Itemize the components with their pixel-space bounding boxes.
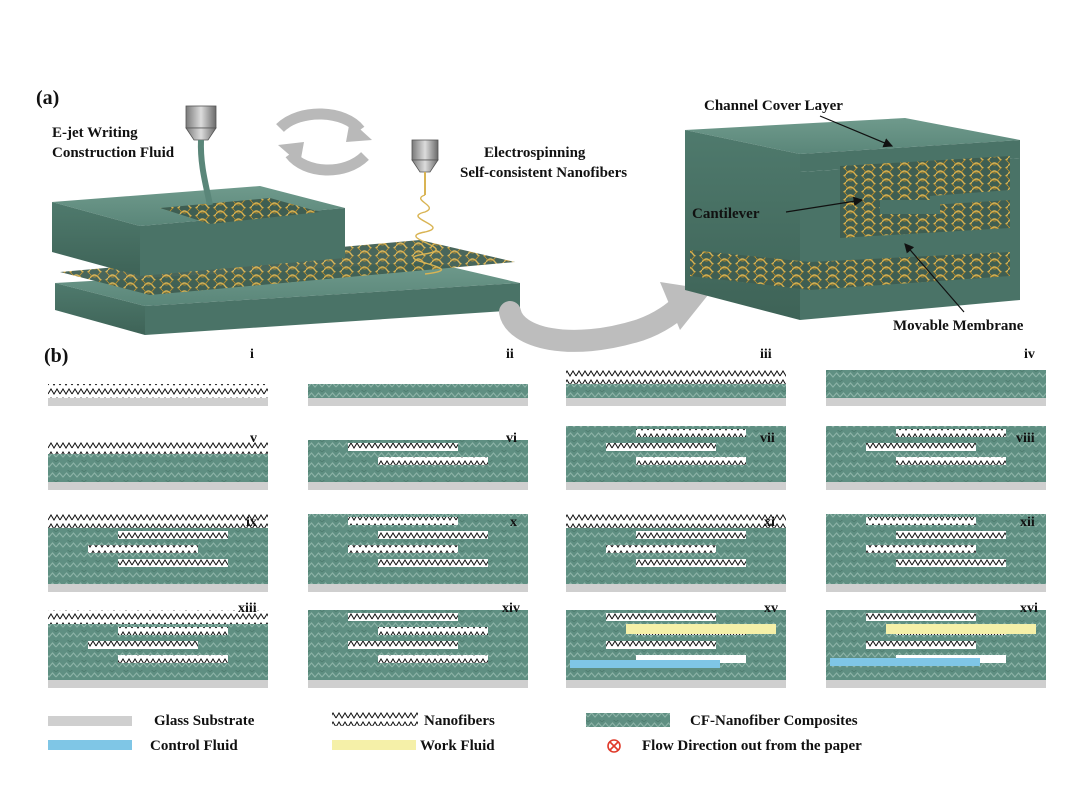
step-5-cross-section: v [48,431,268,490]
step-label: xii [1020,515,1035,530]
step-10-cross-section: x [308,514,528,592]
espin-label-line2: Self-consistent Nanofibers [460,165,627,181]
channel-cover-pointer [819,115,894,148]
step-13-cross-section: xiii [48,601,268,688]
legend-work-swatch [332,740,416,750]
legend: Glass Substrate Nanofibers CF-Nanofiber … [48,712,862,754]
ejet-device-illustration [52,186,520,335]
channel-cover-label: Channel Cover Layer [704,98,843,114]
step-label: xiii [238,601,257,616]
step-label: x [510,515,517,530]
step-label: v [250,431,257,446]
step-label: vii [760,431,775,446]
step-label: xv [764,601,778,616]
step-label: ix [246,515,257,530]
step-label: xi [764,515,775,530]
electrospinning-nozzle-icon [411,139,443,275]
movable-membrane-pointer [904,243,965,313]
cantilever-label: Cantilever [692,206,760,222]
step-label: iv [1024,347,1035,362]
step-16-cross-section: xvi [826,601,1046,688]
step-15-cross-section: xv [566,601,786,688]
step-label: i [250,347,254,362]
step-label: iii [760,347,772,362]
step-14-cross-section: xiv [308,601,528,688]
step-9-cross-section: ix [48,514,268,592]
panel-a-label: (a) [36,87,59,109]
legend-control-swatch [48,740,132,750]
legend-work-text: Work Fluid [420,738,495,754]
ejet-nozzle-icon [185,105,217,206]
espin-label-line1: Electrospinning [484,145,586,161]
ejet-label-line2: Construction Fluid [52,145,175,161]
step-8-cross-section: viii [826,426,1046,490]
legend-control-text: Control Fluid [150,738,238,754]
step-label: ii [506,347,514,362]
step-6-cross-section: vi [308,431,528,490]
step-label: vi [506,431,517,446]
step-1-cross-section: i [48,347,268,406]
legend-composite-swatch [586,713,670,727]
ejet-label-line1: E-jet Writing [52,125,138,141]
step-2-cross-section: ii [308,347,528,406]
panel-b-label: (b) [44,345,68,367]
legend-glass-text: Glass Substrate [154,713,255,729]
step-7-cross-section: vii [566,426,786,490]
step-label: viii [1016,431,1035,446]
legend-composite-text: CF-Nanofiber Composites [690,713,858,729]
legend-nanofiber-swatch [332,712,418,726]
step-12-cross-section: xii [826,514,1046,592]
legend-flow-text: Flow Direction out from the paper [642,738,862,754]
legend-nanofiber-text: Nanofibers [424,713,495,729]
legend-glass-swatch [48,716,132,726]
step-3-cross-section: iii [566,347,786,406]
transition-arrow-icon [499,282,712,352]
step-11-cross-section: xi [566,514,786,592]
cantilever-pointer [785,196,864,213]
step-label: xiv [502,601,520,616]
flow-out-icon [607,739,621,753]
cycle-arrows-icon [276,108,372,176]
movable-membrane-label: Movable Membrane [893,318,1024,334]
step-4-cross-section: iv [826,347,1046,406]
step-label: xvi [1020,601,1038,616]
